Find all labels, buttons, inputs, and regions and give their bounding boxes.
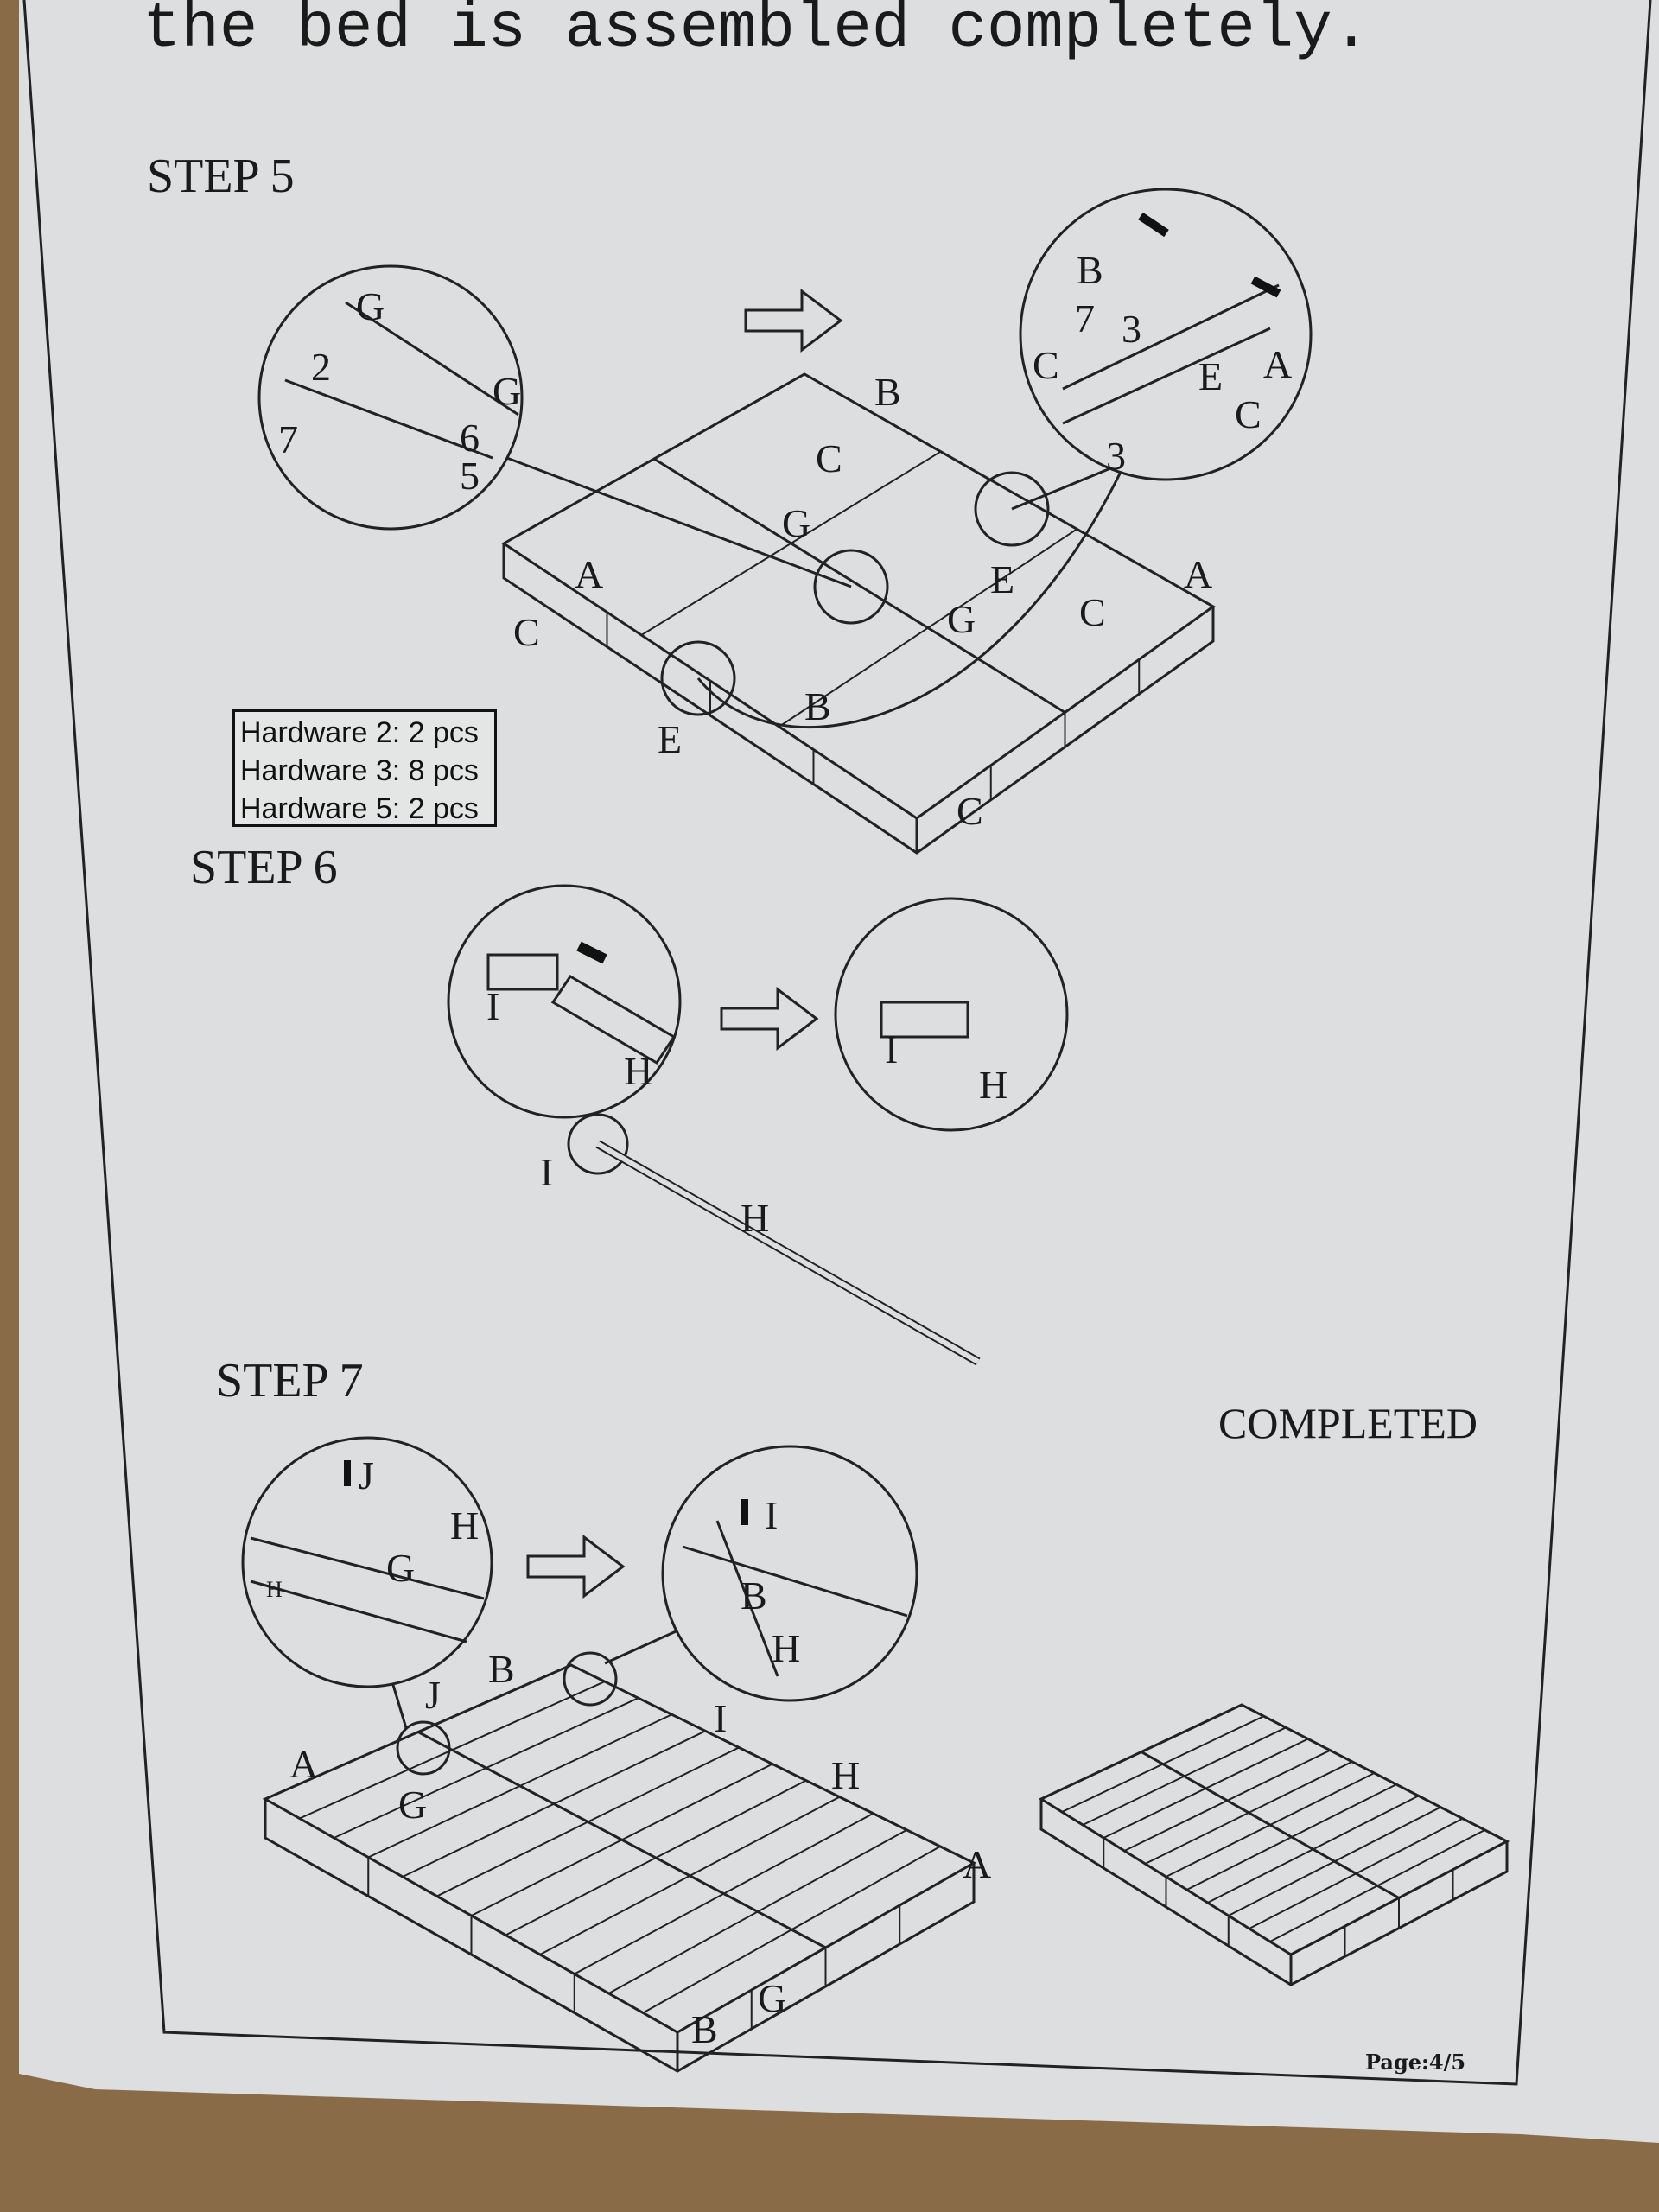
detail-circle-strap-clip [241, 1436, 493, 1688]
part-label: 6 [460, 416, 480, 460]
part-label: C [957, 789, 983, 833]
rail-detail [715, 1520, 779, 1677]
zoom-marker-circle [396, 1720, 451, 1776]
part-label: I [885, 1027, 898, 1071]
step7-bed-frame-center-rail [417, 1731, 827, 1949]
part-label: J [359, 1453, 374, 1497]
part-label: B [741, 1573, 767, 1618]
hardware-item: Hardware 3: 8 pcs [240, 754, 479, 787]
rail-detail [250, 1536, 485, 1600]
part-label: I [714, 1696, 727, 1740]
step-5-heading: STEP 5 [147, 149, 295, 203]
part-label: I [765, 1493, 778, 1537]
part-label: C [513, 610, 540, 654]
part-label: 5 [460, 454, 480, 498]
hook-part [486, 953, 559, 991]
zoom-marker-circle [567, 1113, 629, 1175]
part-label: A [575, 552, 603, 596]
callout-line [1011, 465, 1116, 511]
part-label: A [289, 1742, 318, 1786]
part-label: G [398, 1783, 427, 1827]
hardware-list: Hardware 2: 2 pcs Hardware 3: 8 pcs Hard… [232, 709, 497, 827]
rail-detail [284, 378, 493, 460]
rail-detail [682, 1545, 908, 1618]
push-arrow-icon [1138, 212, 1281, 298]
rail-detail [345, 301, 519, 416]
page-border [22, 0, 1652, 2086]
completed-heading: COMPLETED [1218, 1399, 1478, 1447]
detail-circle-center-joint [257, 264, 524, 531]
part-label: A [1263, 342, 1292, 386]
direction-arrow [744, 288, 843, 353]
part-label: B [804, 684, 831, 728]
callout-line [483, 448, 852, 588]
part-label: 2 [311, 345, 331, 389]
rail-detail [1062, 327, 1271, 425]
part-label: B [691, 2007, 718, 2051]
detail-circle-strap-clip-b [661, 1445, 918, 1702]
part-label: I [486, 984, 499, 1028]
part-label: B [1077, 248, 1103, 292]
part-label: A [963, 1842, 991, 1886]
part-label: 3 [1106, 434, 1126, 478]
part-label: E [1198, 354, 1223, 398]
part-label: C [1033, 343, 1059, 387]
completed-bed-frame-center-rail [1141, 1751, 1400, 1899]
part-label: I [540, 1150, 553, 1194]
part-label: H [450, 1503, 479, 1548]
intro-text: the bed is assembled completely. [143, 0, 1371, 66]
rail-detail [250, 1580, 467, 1643]
zoom-marker-circle [563, 1651, 618, 1707]
part-label: E [990, 557, 1014, 601]
part-label: G [782, 501, 810, 545]
direction-arrow [720, 986, 819, 1052]
zoom-marker-circle [974, 471, 1050, 547]
zoom-marker-circle [813, 549, 889, 625]
part-label: C [1079, 590, 1106, 634]
part-label: A [1184, 552, 1212, 596]
part-label: G [947, 597, 976, 641]
part-label: H [741, 1196, 769, 1240]
detail-circle-side-joint [1019, 188, 1313, 481]
hardware-item: Hardware 2: 2 pcs [240, 716, 479, 749]
part-label: B [488, 1647, 515, 1691]
part-label: 3 [1122, 307, 1141, 351]
part-label: H [266, 1577, 283, 1602]
part-label: G [356, 284, 385, 328]
rail-detail [1062, 283, 1280, 391]
push-arrow-icon [576, 941, 607, 964]
part-label: H [979, 1063, 1007, 1107]
page-number: Page:4/5 [1365, 2050, 1466, 2075]
strap-end [550, 974, 677, 1065]
part-label: E [658, 717, 682, 761]
part-label: G [758, 1976, 786, 2020]
part-label: G [386, 1546, 415, 1590]
hook-part [880, 1001, 969, 1039]
part-label: 7 [278, 417, 298, 461]
callout-line [696, 466, 1125, 729]
part-label: C [1235, 392, 1262, 436]
direction-arrow [526, 1534, 626, 1599]
support-strap-inner [596, 1141, 980, 1364]
part-label: B [874, 370, 901, 414]
part-label: H [772, 1626, 800, 1670]
part-label: H [831, 1753, 860, 1797]
down-arrow-icon [344, 1460, 748, 1525]
hardware-item: Hardware 5: 2 pcs [240, 792, 479, 825]
part-label: G [493, 369, 521, 413]
step5-bed-frame-center-rail [653, 457, 1066, 714]
part-label: J [425, 1673, 441, 1717]
step-6-heading: STEP 6 [190, 841, 338, 894]
part-label: H [624, 1049, 652, 1093]
part-label: 7 [1075, 296, 1095, 340]
part-label: C [816, 436, 842, 480]
step-7-heading: STEP 7 [216, 1354, 364, 1408]
zoom-marker-circle [660, 640, 736, 716]
